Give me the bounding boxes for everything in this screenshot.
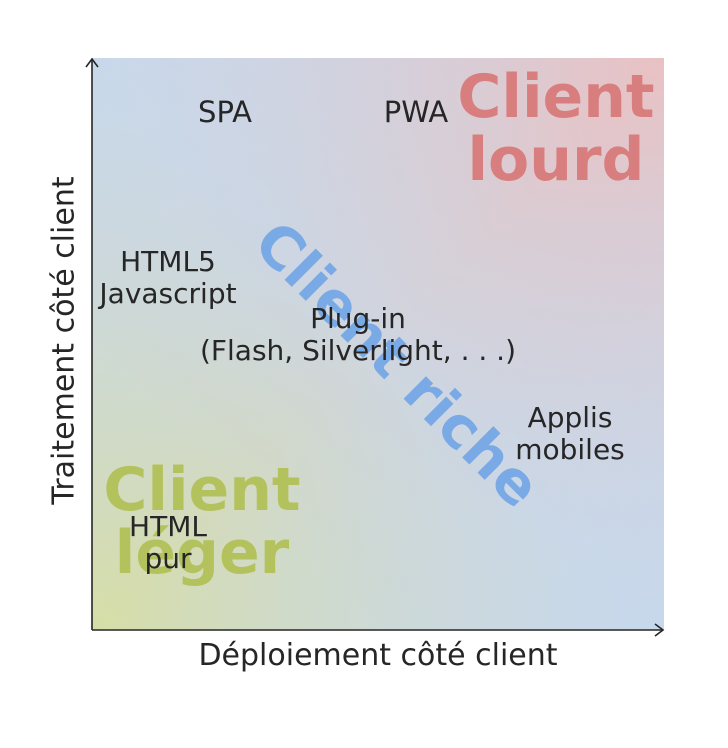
label-javascript: Javascript xyxy=(99,277,237,311)
y-axis-title: Traitement côté client xyxy=(46,176,82,505)
zone-client-leger: Client léger xyxy=(102,459,302,585)
label-plugin-title: Plug-in xyxy=(310,302,406,335)
zone-client-lourd-line1: Client xyxy=(457,62,655,132)
label-html5-javascript: HTML5 Javascript xyxy=(88,245,248,311)
label-html: HTML xyxy=(129,510,207,543)
label-html-pur: HTML pur xyxy=(104,510,232,576)
label-plugin-examples: (Flash, Silverlight, . . .) xyxy=(199,334,517,368)
label-html5: HTML5 xyxy=(120,245,216,278)
label-plugin: Plug-in (Flash, Silverlight, . . .) xyxy=(180,302,536,368)
label-mobiles: mobiles xyxy=(515,433,625,467)
label-applis: Applis xyxy=(527,401,613,434)
label-applis-mobiles: Applis mobiles xyxy=(505,401,635,467)
label-pur: pur xyxy=(144,542,192,576)
x-axis-arrow xyxy=(654,623,665,637)
zone-client-leger-line1: Client xyxy=(103,455,301,525)
zone-client-lourd: Client lourd xyxy=(454,66,658,192)
zone-client-lourd-line2: lourd xyxy=(467,125,645,195)
gradient-overlay xyxy=(92,58,664,630)
label-spa: SPA xyxy=(198,95,252,129)
x-axis-title: Déploiement côté client xyxy=(198,638,558,673)
zone-client-leger-line2: léger xyxy=(114,518,290,588)
y-axis-arrow xyxy=(85,57,99,68)
label-pwa: PWA xyxy=(383,95,449,129)
